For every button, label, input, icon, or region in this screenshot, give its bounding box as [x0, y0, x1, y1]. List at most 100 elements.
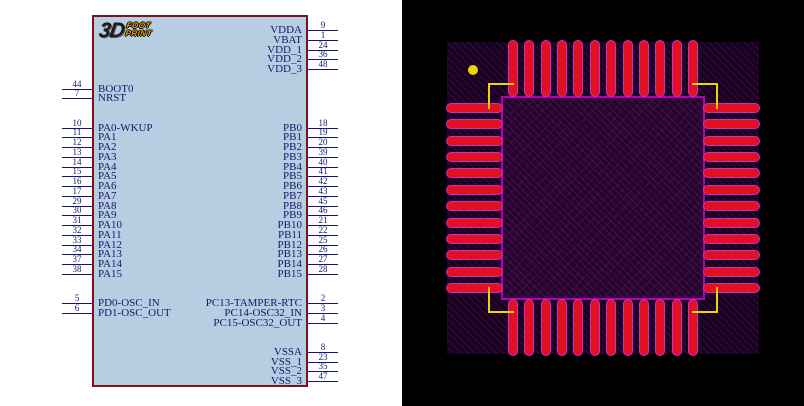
pin-name-PA4: PA4	[98, 160, 117, 173]
pin-line-PA1	[62, 137, 92, 139]
pin-number-PA8: 29	[72, 195, 82, 206]
pin-line-PA0-WKUP	[62, 127, 92, 129]
pin-number-PD0-OSC_IN: 5	[74, 293, 80, 303]
pin-line-PB2	[308, 147, 338, 148]
pin-number-PD1-OSC_OUT: 6	[74, 302, 80, 313]
pin-name-PA14: PA14	[98, 258, 123, 270]
pin-number-VDD_1: 24	[318, 39, 328, 50]
pin-line-PA9	[62, 215, 92, 217]
pad-bottom-5	[573, 299, 584, 356]
pad-right-7	[703, 201, 760, 212]
pin-number-PA14: 37	[72, 254, 82, 264]
pad-bottom-12	[688, 299, 699, 356]
pin-number-PB2: 20	[318, 137, 328, 147]
pin-line-PB10	[308, 225, 338, 226]
silkscreen-corner-top-right	[692, 83, 718, 109]
pin-number-NRST: 7	[74, 88, 80, 99]
pin-line-PA2	[62, 147, 92, 148]
logo-wordmark: FOOT PRINT	[124, 21, 154, 38]
pad-left-10	[446, 250, 503, 261]
pad-right-5	[703, 168, 760, 179]
pin-line-PD0-OSC_IN	[62, 303, 92, 304]
pad-left-1	[446, 102, 503, 113]
pin-line-VSSA	[308, 351, 338, 353]
logo-print-text: PRINT	[124, 29, 153, 38]
pin-line-PA3	[62, 156, 92, 158]
pin-number-VDDA: 9	[320, 20, 326, 30]
pin-number-PB8: 45	[318, 195, 328, 206]
pad-left-12	[446, 283, 503, 294]
pad-top-9	[639, 40, 649, 97]
pin-name-VBAT: VBAT	[273, 33, 302, 46]
pad-left-4	[446, 152, 503, 162]
silkscreen-corner-bottom-left	[488, 287, 514, 313]
pin-number-PB6: 42	[318, 176, 328, 186]
pin-line-VDD_1	[308, 49, 338, 51]
pin-name-PB2: PB2	[283, 141, 302, 153]
pin-number-PA12: 33	[72, 234, 82, 245]
pin-line-PB5	[308, 176, 338, 178]
pad-top-3	[540, 40, 551, 97]
pin-line-VDD_2	[308, 59, 338, 61]
pin-name-PB8: PB8	[283, 199, 302, 212]
pin-line-VSS_1	[308, 361, 338, 363]
pad-top-10	[655, 40, 666, 97]
pin-name-PA11: PA11	[98, 228, 122, 241]
pad-bottom-4	[557, 299, 567, 356]
pin-number-PA15: 38	[72, 263, 82, 274]
pin-name-BOOT0: BOOT0	[98, 82, 134, 95]
pad-left-2	[446, 119, 503, 130]
pad-top-11	[671, 40, 682, 97]
pin-name-VDD_1: VDD_1	[267, 43, 302, 56]
pin-line-PA12	[62, 244, 92, 246]
pad-top-1	[507, 40, 518, 97]
pin-line-PB4	[308, 166, 338, 168]
pin-line-PA11	[62, 234, 92, 236]
pin-name-PB10: PB10	[277, 219, 302, 231]
pad-bottom-3	[540, 299, 551, 356]
pin-number-PB11: 22	[318, 224, 328, 235]
pad-left-5	[446, 168, 503, 179]
pin1-indicator-dot	[468, 65, 478, 75]
pin-line-PC13-TAMPER-RTC	[308, 303, 338, 304]
pin-line-PA4	[62, 166, 92, 168]
pad-bottom-1	[507, 299, 518, 356]
pad-bottom-6	[589, 299, 600, 356]
courtyard-hatch	[447, 42, 759, 354]
pin-name-VSS_1: VSS_1	[270, 355, 302, 368]
pin-name-PB4: PB4	[283, 160, 302, 173]
pin-number-PA11: 32	[72, 224, 82, 235]
pin-name-PB15: PB15	[277, 267, 302, 280]
pad-right-12	[703, 283, 760, 294]
pin-line-NRST	[62, 98, 92, 100]
pin-line-PB3	[308, 156, 338, 158]
pin-name-VSS_3: VSS_3	[270, 375, 302, 387]
pin-number-PB12: 25	[318, 234, 328, 245]
pad-bottom-8	[622, 299, 633, 356]
pin-number-PB5: 41	[318, 166, 328, 177]
pin-name-PA7: PA7	[98, 189, 117, 202]
pin-name-VDDA: VDDA	[270, 24, 302, 36]
pad-right-6	[703, 184, 760, 195]
pin-number-PB13: 26	[318, 244, 328, 255]
pin-line-PA8	[62, 205, 92, 207]
pin-number-VDD_2: 36	[318, 49, 328, 60]
pad-right-3	[703, 135, 760, 146]
pin-line-PB12	[308, 244, 338, 246]
pin-line-PA13	[62, 254, 92, 256]
pin-number-PA6: 16	[72, 176, 82, 186]
pin-name-VSSA: VSSA	[273, 345, 302, 358]
pin-name-PD1-OSC_OUT: PD1-OSC_OUT	[98, 306, 171, 319]
pad-left-9	[446, 234, 503, 244]
pcb-footprint-panel[interactable]	[402, 0, 804, 406]
pin-name-PA1: PA1	[98, 131, 117, 144]
pin-line-PB0	[308, 127, 338, 129]
pin-number-PA0-WKUP: 10	[72, 117, 82, 128]
pin-name-PB14: PB14	[277, 258, 302, 270]
pin-line-PA14	[62, 264, 92, 265]
pad-right-9	[703, 234, 760, 244]
pin-line-PA7	[62, 195, 92, 197]
pin-line-PA5	[62, 176, 92, 178]
pin-name-PB12: PB12	[277, 238, 302, 251]
